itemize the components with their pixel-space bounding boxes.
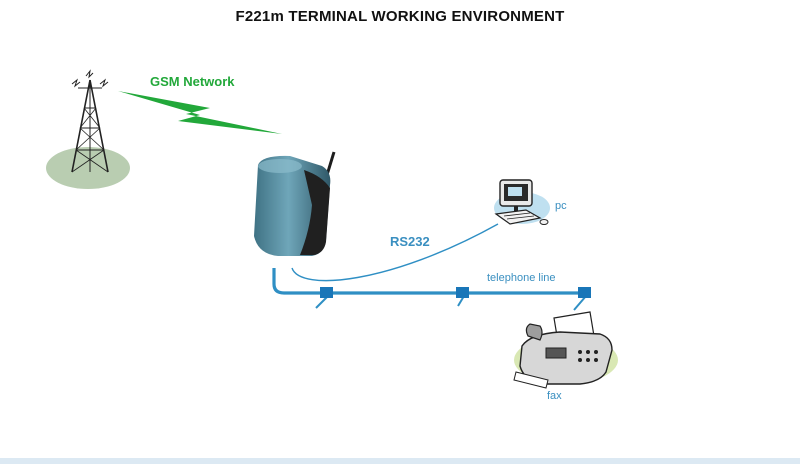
tower-shadow <box>46 147 130 189</box>
telephone-line <box>272 268 591 311</box>
pc-icon <box>494 179 550 225</box>
line-connector <box>456 287 469 298</box>
line-connector <box>320 287 333 298</box>
lightning-icon <box>118 91 282 134</box>
rs232-label: RS232 <box>390 234 430 249</box>
terminal-icon <box>254 151 336 256</box>
fax-icon <box>513 311 618 389</box>
rs232-cable <box>291 223 499 282</box>
tower-icon <box>46 69 130 189</box>
gsm-network-label: GSM Network <box>150 74 235 89</box>
line-connector <box>578 287 591 298</box>
pc-label: pc <box>555 200 567 212</box>
diagram-title: F221m TERMINAL WORKING ENVIRONMENT <box>235 8 565 25</box>
bottom-bar <box>0 458 800 464</box>
telephone-line-label: telephone line <box>487 272 556 284</box>
fax-label: fax <box>547 390 562 402</box>
